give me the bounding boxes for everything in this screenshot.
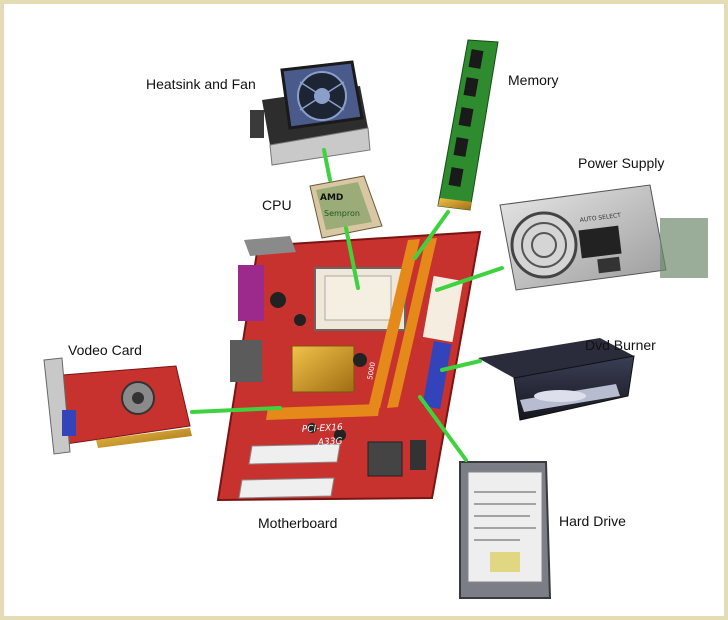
video-card-image: [43, 357, 192, 455]
label-dvd-burner: Dvd Burner: [585, 337, 656, 353]
pcb-mark-text: 5000: [366, 361, 377, 380]
board-model-text: A33G: [317, 437, 343, 448]
cpu-model-text: Sempron: [324, 209, 360, 218]
label-video-card: Vodeo Card: [68, 342, 142, 358]
memory-image: [437, 39, 499, 211]
connector-dvd-burner: [440, 359, 482, 372]
label-hard-drive: Hard Drive: [559, 513, 626, 529]
connector-lines: [190, 148, 504, 462]
hard-drive-image: [459, 461, 552, 599]
connector-cpu: [344, 226, 360, 290]
connector-power-supply: [435, 266, 504, 292]
cpu-image: AMD Sempron: [309, 175, 383, 239]
label-cpu: CPU: [262, 197, 292, 213]
label-memory: Memory: [508, 72, 559, 88]
heatsink-fan-image: [250, 60, 371, 166]
power-supply-image: AUTO SELECT: [499, 184, 708, 291]
dvd-burner-image: [478, 338, 635, 421]
cpu-brand-text: AMD: [320, 193, 343, 203]
connector-heatsink: [322, 148, 332, 182]
label-motherboard: Motherboard: [258, 515, 337, 531]
connector-video-card: [190, 406, 282, 414]
label-heatsink-and-fan: Heatsink and Fan: [146, 76, 256, 92]
slot-label-text: PCI-EX16: [302, 423, 344, 435]
connector-memory: [413, 210, 450, 260]
label-power-supply: Power Supply: [578, 155, 664, 171]
connector-hard-drive: [418, 395, 468, 462]
motherboard-image: PCI-EX16 A33G 5000: [216, 230, 482, 502]
